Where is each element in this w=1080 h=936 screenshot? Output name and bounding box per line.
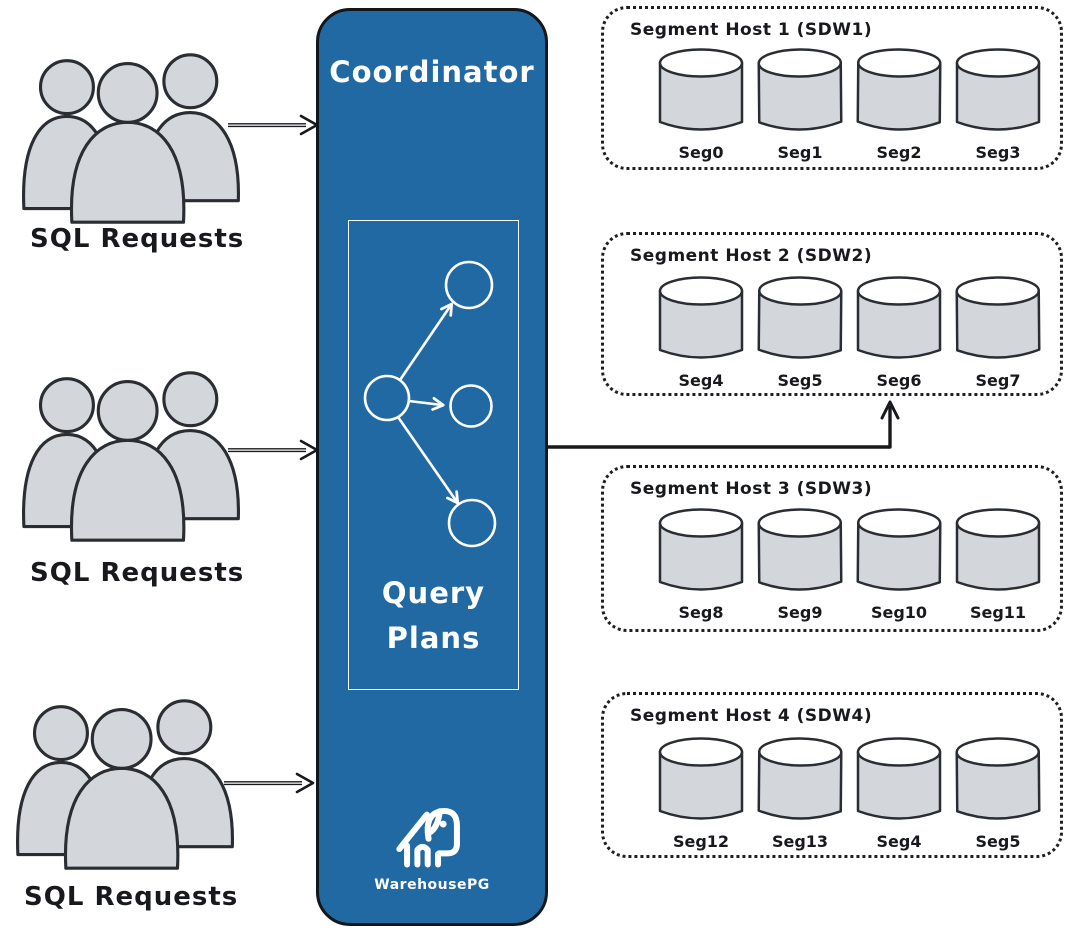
segment-cylinder: Seg5 <box>756 275 844 390</box>
users-icon <box>22 53 240 224</box>
segment-cylinder: Seg9 <box>756 507 844 622</box>
request-arrow-icon <box>224 772 315 794</box>
database-cylinder-icon <box>856 737 942 820</box>
users-icon <box>22 371 240 542</box>
segment-cylinder: Seg4 <box>855 736 943 851</box>
users-icon <box>16 699 234 870</box>
database-cylinder-icon <box>955 508 1041 591</box>
query-plan-tree-icon <box>363 260 497 548</box>
segment-label: Seg1 <box>777 143 823 162</box>
segment-cylinder: Seg13 <box>756 736 844 851</box>
segment-cylinder: Seg2 <box>855 47 943 162</box>
segment-cylinder: Seg1 <box>756 47 844 162</box>
database-cylinder-icon <box>856 48 942 131</box>
coordinator-title: Coordinator <box>329 55 535 89</box>
database-cylinder-icon <box>658 508 744 591</box>
sql-requests-label: SQL Requests <box>24 882 239 912</box>
segment-cylinder: Seg10 <box>855 507 943 622</box>
query-plans-line1: Query <box>381 576 486 610</box>
segment-host-box-3: Segment Host 3 (SDW3) Seg8 Seg9 Seg10 <box>601 465 1063 632</box>
sql-requests-label: SQL Requests <box>30 558 245 588</box>
segment-label: Seg2 <box>876 143 922 162</box>
segment-cylinder: Seg11 <box>954 507 1042 622</box>
database-cylinder-icon <box>757 508 843 591</box>
segment-cylinder: Seg7 <box>954 275 1042 390</box>
warehousepg-logo: WarehousePG <box>319 799 545 893</box>
segment-label: Seg7 <box>975 371 1021 390</box>
segment-cylinder: Seg12 <box>657 736 745 851</box>
segment-label: Seg0 <box>678 143 724 162</box>
segment-host-box-4: Segment Host 4 (SDW4) Seg12 Seg13 Seg4 <box>601 692 1063 858</box>
database-cylinder-icon <box>757 48 843 131</box>
segment-label: Seg9 <box>777 603 823 622</box>
database-cylinder-icon <box>658 48 744 131</box>
database-cylinder-icon <box>658 737 744 820</box>
database-cylinder-icon <box>757 276 843 359</box>
database-cylinder-icon <box>955 276 1041 359</box>
segment-label: Seg10 <box>870 603 928 622</box>
request-arrow-icon <box>228 114 319 136</box>
segment-cylinder: Seg3 <box>954 47 1042 162</box>
warehousepg-logo-icon <box>396 808 460 868</box>
segment-label: Seg4 <box>876 832 922 851</box>
segment-label: Seg4 <box>678 371 724 390</box>
coordinator-panel: Coordinator Query <box>316 8 548 926</box>
warehousepg-logo-text: WarehousePG <box>374 877 490 893</box>
segment-cylinder: Seg4 <box>657 275 745 390</box>
database-cylinder-icon <box>856 276 942 359</box>
request-arrow-icon <box>228 439 319 461</box>
segment-label: Seg8 <box>678 603 724 622</box>
query-plans-line2: Plans <box>386 621 481 655</box>
segment-host-box-1: Segment Host 1 (SDW1) Seg0 Seg1 Seg2 <box>601 6 1063 170</box>
sql-requests-label: SQL Requests <box>30 224 245 254</box>
database-cylinder-icon <box>658 276 744 359</box>
segment-cylinder: Seg5 <box>954 736 1042 851</box>
segment-host-box-2: Segment Host 2 (SDW2) Seg4 Seg5 Seg6 <box>601 232 1063 396</box>
segment-label: Seg5 <box>777 371 823 390</box>
segment-cylinder: Seg6 <box>855 275 943 390</box>
segment-cylinder: Seg0 <box>657 47 745 162</box>
segment-host-title: Segment Host 2 (SDW2) <box>630 246 873 266</box>
coordinator-output-arrow-icon <box>548 400 900 449</box>
segment-label: Seg6 <box>876 371 922 390</box>
segment-cylinder: Seg8 <box>657 507 745 622</box>
segment-host-title: Segment Host 1 (SDW1) <box>630 20 873 40</box>
segment-host-title: Segment Host 3 (SDW3) <box>630 479 873 499</box>
segment-label: Seg3 <box>975 143 1021 162</box>
database-cylinder-icon <box>955 48 1041 131</box>
segment-host-title: Segment Host 4 (SDW4) <box>630 706 873 726</box>
query-plan-box: Query Plans <box>348 220 519 690</box>
segment-label: Seg12 <box>672 832 730 851</box>
segment-label: Seg11 <box>969 603 1027 622</box>
query-plans-label: Query Plans <box>349 571 518 661</box>
database-cylinder-icon <box>856 508 942 591</box>
segment-label: Seg5 <box>975 832 1021 851</box>
database-cylinder-icon <box>955 737 1041 820</box>
database-cylinder-icon <box>757 737 843 820</box>
segment-label: Seg13 <box>771 832 829 851</box>
